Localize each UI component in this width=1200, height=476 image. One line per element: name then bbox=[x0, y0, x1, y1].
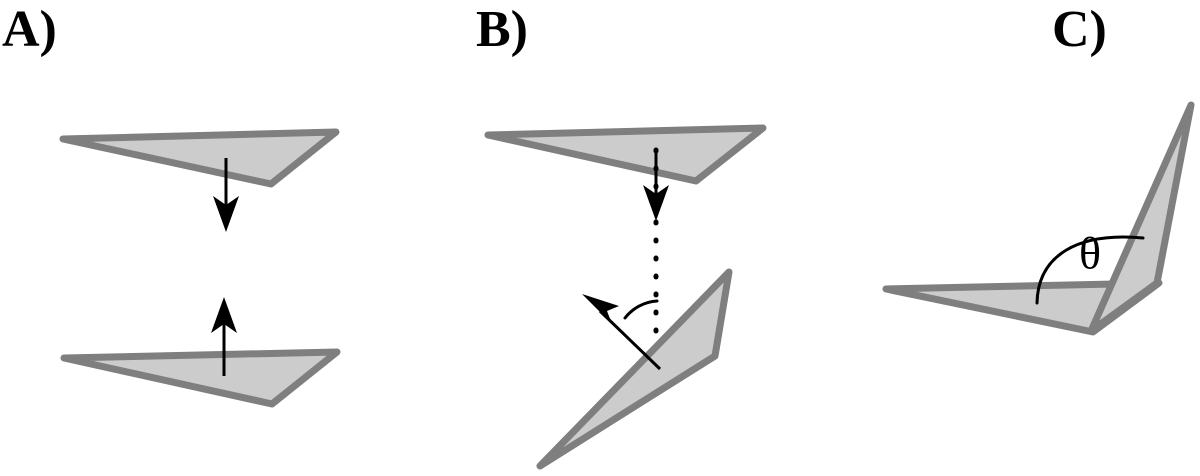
panel-b-label: B) bbox=[476, 1, 528, 58]
panel-b-normal-arrow-head bbox=[582, 294, 619, 324]
panel-a: A) bbox=[2, 1, 341, 408]
panel-b-tilted-plate bbox=[536, 268, 733, 470]
panel-a-upper-plate bbox=[59, 128, 340, 188]
panel-c-label: C) bbox=[1052, 1, 1107, 58]
panel-a-lower-plate bbox=[60, 348, 341, 408]
panel-a-down-arrow-head bbox=[213, 196, 239, 232]
panel-b-upper-plate bbox=[484, 124, 767, 185]
panel-a-up-arrow-head bbox=[211, 297, 237, 333]
panel-b: B) bbox=[476, 1, 767, 470]
panel-c-theta-arc bbox=[1035, 235, 1145, 305]
panel-c: C) θ bbox=[882, 1, 1195, 336]
panel-c-folded-plate bbox=[1087, 101, 1195, 335]
panel-b-down-arrow-head bbox=[643, 185, 669, 221]
panel-b-angle-arc bbox=[623, 299, 659, 320]
panel-a-label: A) bbox=[2, 1, 57, 58]
theta-symbol: θ bbox=[1079, 228, 1101, 279]
